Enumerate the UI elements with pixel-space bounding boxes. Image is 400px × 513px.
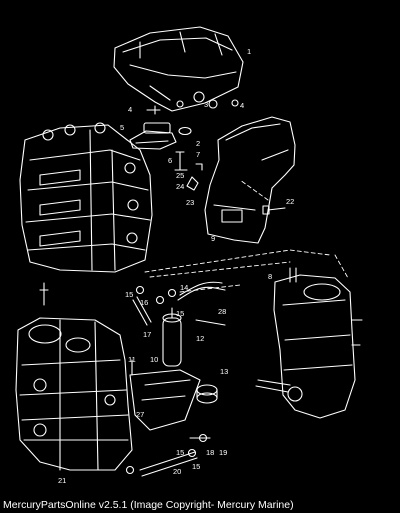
callout-12: 12 bbox=[196, 334, 204, 343]
callout-21: 21 bbox=[58, 476, 66, 485]
callout-15d: 15 bbox=[192, 462, 200, 471]
part-top-cowl bbox=[113, 26, 244, 112]
part-powerhead-block bbox=[19, 122, 153, 273]
callout-19: 19 bbox=[219, 448, 227, 457]
callout-25: 25 bbox=[176, 171, 184, 180]
callout-11: 11 bbox=[128, 355, 136, 364]
callout-9: 9 bbox=[211, 234, 215, 243]
callout-28: 28 bbox=[218, 307, 226, 316]
callout-23: 23 bbox=[186, 198, 194, 207]
part-small-hardware bbox=[146, 99, 239, 191]
callout-3: 3 bbox=[204, 100, 208, 109]
part-exhaust-cover bbox=[204, 116, 296, 244]
part-bolt bbox=[262, 205, 286, 215]
callout-4a: 4 bbox=[128, 105, 132, 114]
callout-16: 16 bbox=[140, 298, 148, 307]
callout-1: 1 bbox=[247, 47, 251, 56]
callout-14: 14 bbox=[180, 283, 188, 292]
callout-24: 24 bbox=[176, 182, 184, 191]
callout-27: 27 bbox=[136, 410, 144, 419]
leader-lines bbox=[144, 179, 349, 293]
part-pump-bracket bbox=[129, 359, 218, 431]
part-fuel-pump bbox=[162, 307, 182, 367]
exploded-parts-diagram: 1 2 3 4 4 5 6 7 8 9 10 11 12 13 14 15 15… bbox=[15, 26, 363, 485]
callout-2: 2 bbox=[196, 139, 200, 148]
callout-13: 13 bbox=[220, 367, 228, 376]
callout-10: 10 bbox=[150, 355, 158, 364]
callout-8: 8 bbox=[268, 272, 272, 281]
part-vapor-separator bbox=[255, 267, 363, 419]
callout-4b: 4 bbox=[240, 101, 244, 110]
callout-17: 17 bbox=[143, 330, 151, 339]
callout-20: 20 bbox=[173, 467, 181, 476]
callout-15b: 15 bbox=[176, 309, 184, 318]
callout-5: 5 bbox=[120, 123, 124, 132]
callout-15a: 15 bbox=[125, 290, 133, 299]
part-bracket-plate bbox=[129, 122, 177, 150]
image-caption: MercuryPartsOnline v2.5.1 (Image Copyrig… bbox=[3, 499, 294, 511]
part-fuel-hoses bbox=[132, 281, 226, 477]
callout-22: 22 bbox=[286, 197, 294, 206]
callout-18: 18 bbox=[206, 448, 214, 457]
callout-15c: 15 bbox=[176, 448, 184, 457]
part-throttle-body bbox=[15, 282, 133, 471]
callout-6: 6 bbox=[168, 156, 172, 165]
part-hose-clamps bbox=[125, 285, 208, 475]
callout-7: 7 bbox=[196, 150, 200, 159]
